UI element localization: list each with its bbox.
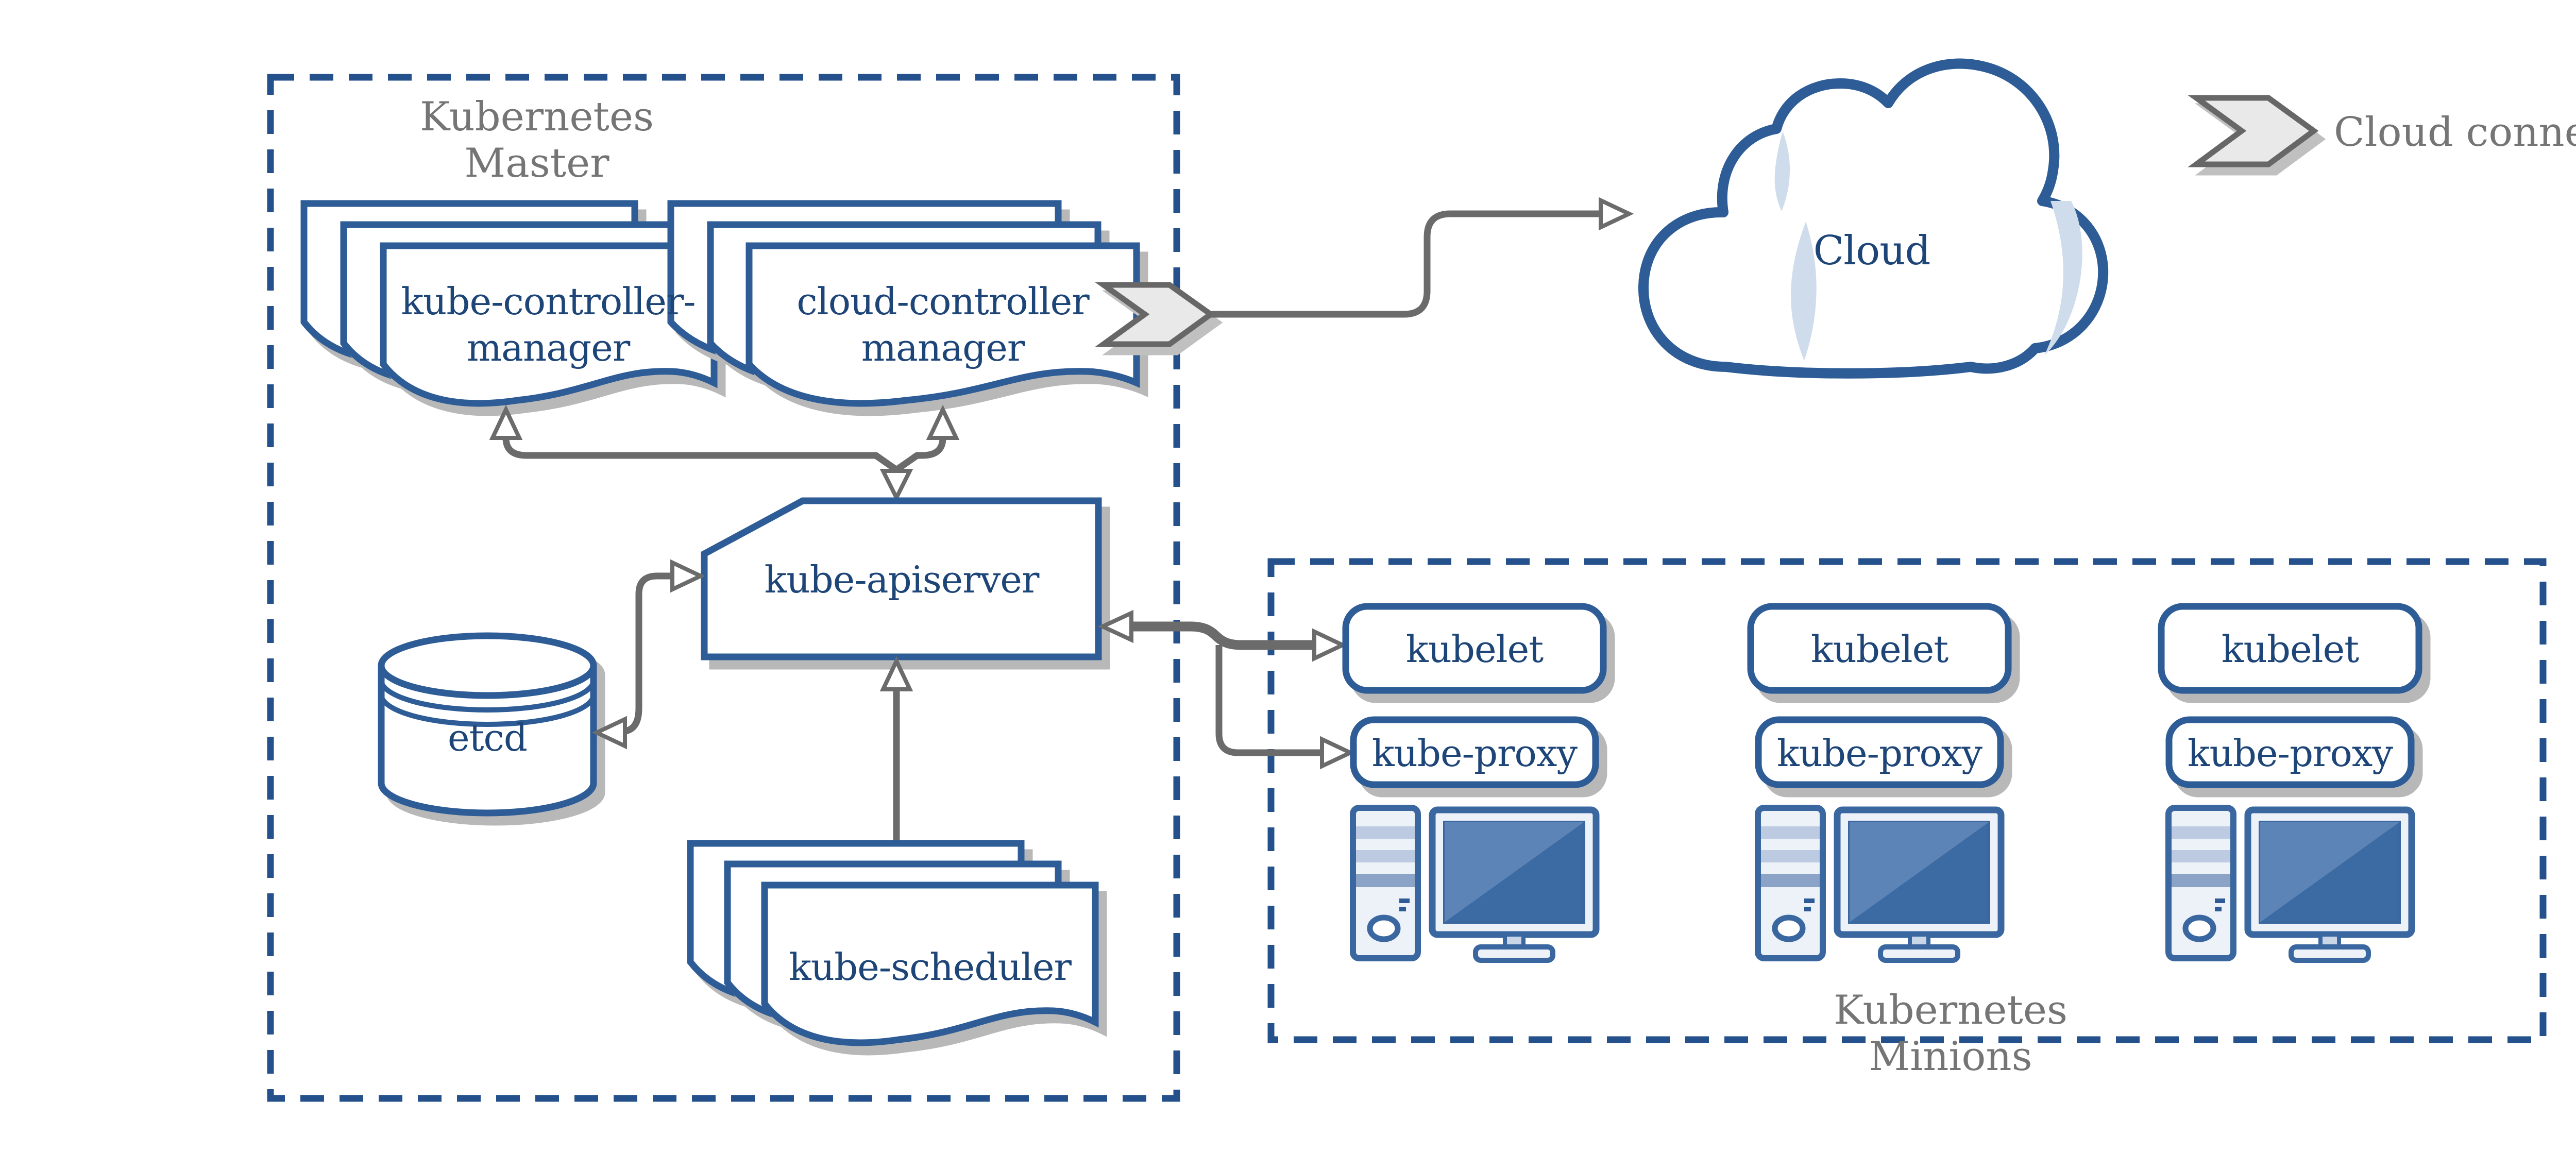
kcm-label-line2: manager — [466, 326, 631, 369]
kube-proxy-label-3: kube-proxy — [2187, 732, 2393, 775]
etcd-label: etcd — [448, 716, 528, 759]
kube-scheduler-label: kube-scheduler — [789, 945, 1072, 989]
master-section-title: Kubernetes Master — [420, 94, 654, 186]
kube-controller-manager-node — [300, 200, 718, 407]
kube-scheduler-node — [687, 840, 1099, 1046]
minion-column-1 — [1342, 603, 1607, 963]
kubelet-label-1: kubelet — [1405, 628, 1544, 671]
minions-section-title: Kubernetes Minions — [1834, 987, 2067, 1080]
cloud-shape — [1638, 58, 2109, 379]
cloud-highlight-top — [1774, 131, 1790, 211]
master-title-line2: Master — [464, 140, 609, 186]
minions-title-line2: Minions — [1869, 1033, 2032, 1080]
ccm-label-line1: cloud-controller — [796, 280, 1089, 323]
kube-proxy-box — [1755, 716, 2004, 788]
legend-cloud-connector-icon — [2188, 95, 2319, 167]
cloud-highlight-left — [1791, 222, 1817, 361]
etcd-node — [378, 632, 597, 817]
kubernetes-master-boundary — [267, 74, 1180, 1102]
workstation-icon — [1755, 805, 2005, 963]
connector-chevron-cloud — [1211, 210, 1602, 318]
arrowhead-into-apiserver-left — [670, 559, 706, 593]
kcm-label-line1: kube-controller- — [401, 280, 696, 323]
connector-apiserver-kubelet — [1133, 621, 1315, 650]
minion-column-3 — [2158, 603, 2422, 963]
legend-label: Cloud connector — [2334, 109, 2576, 156]
arrowhead-into-etcd — [591, 716, 627, 750]
connector-controllers-apiserver — [502, 437, 946, 473]
arrowhead-into-apiserver-right — [1097, 609, 1133, 643]
arrowhead-into-kube-proxy — [1320, 736, 1355, 770]
connector-apiserver-kube-proxy — [1215, 645, 1323, 756]
cloud-highlight-right — [2044, 201, 2082, 355]
arrowhead-into-kubelet — [1312, 628, 1348, 662]
kube-proxy-label-2: kube-proxy — [1776, 732, 1982, 775]
arrowhead-into-apiserver-top — [879, 469, 913, 502]
arrowhead-into-kube-controller-manager — [489, 404, 523, 440]
arrowhead-into-cloud — [1599, 197, 1634, 231]
minion-column-2 — [1747, 603, 2012, 963]
arrowhead-into-cloud-controller-manager — [926, 404, 960, 440]
workstation-icon — [2165, 805, 2415, 963]
cloud-controller-manager-node — [667, 200, 1140, 407]
kube-proxy-box — [1350, 716, 1599, 788]
master-title-line1: Kubernetes — [419, 94, 654, 140]
kube-apiserver-node — [701, 497, 1102, 660]
kube-controller-manager-label: kube-controller- manager — [401, 278, 696, 371]
kubelet-label-2: kubelet — [1810, 628, 1948, 671]
kube-proxy-label-1: kube-proxy — [1371, 732, 1578, 775]
kubelet-box — [1747, 603, 2012, 694]
kube-proxy-box — [2165, 716, 2415, 788]
kubelet-label-3: kubelet — [2221, 628, 2359, 671]
kube-apiserver-label: kube-apiserver — [764, 558, 1040, 601]
kubelet-box — [2158, 603, 2422, 694]
kubelet-box — [1342, 603, 1607, 694]
ccm-label-line2: manager — [861, 326, 1025, 369]
connector-apiserver-etcd — [620, 572, 678, 735]
arrowhead-into-apiserver-bottom — [879, 656, 913, 691]
workstation-icon — [1350, 805, 1600, 963]
cloud-connector-icon — [1094, 282, 1216, 347]
kubernetes-minions-boundary — [1267, 558, 2547, 1043]
cloud-controller-manager-label: cloud-controller manager — [796, 278, 1089, 371]
minions-title-line1: Kubernetes — [1833, 987, 2068, 1033]
cloud-label: Cloud — [1813, 228, 1931, 274]
